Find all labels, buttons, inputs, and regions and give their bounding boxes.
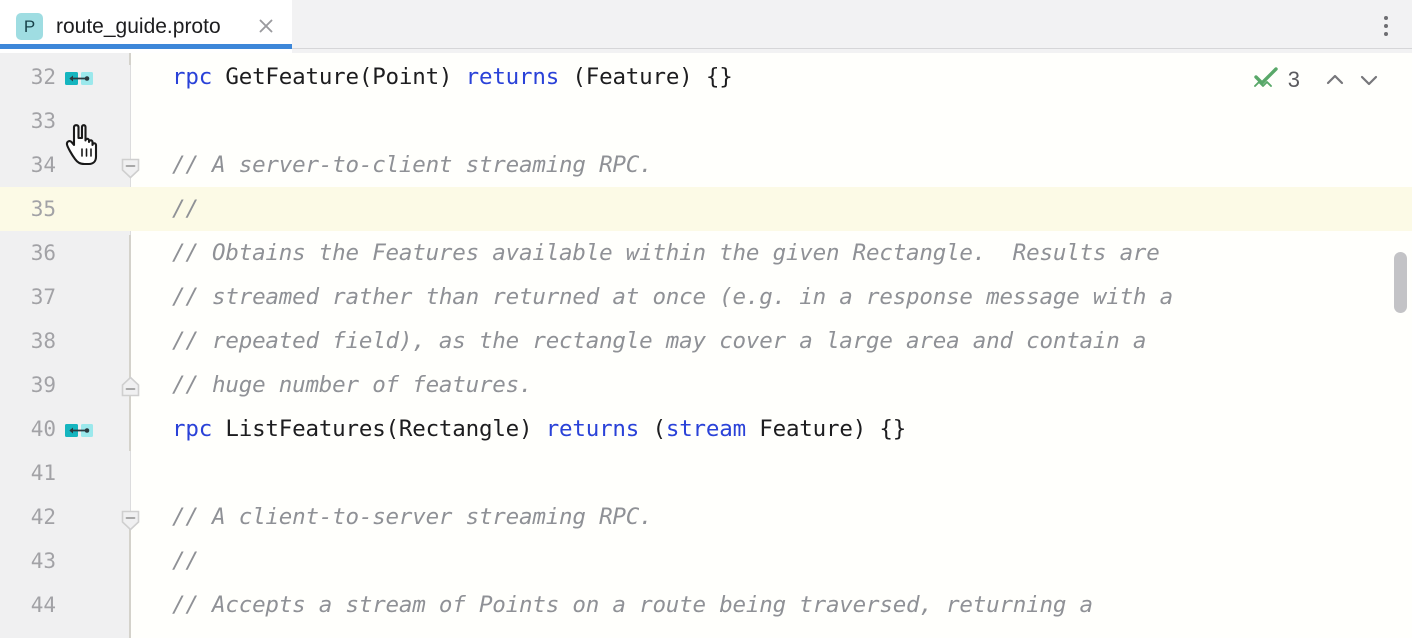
token-txt: ListFeatures(Rectangle) [212,416,546,442]
token-kw: stream [665,416,746,442]
chevron-up-icon[interactable] [1318,63,1352,97]
editor-vertical-scrollbar[interactable] [1386,53,1412,638]
line-content-44[interactable]: // Accepts a stream of Points on a route… [172,583,1093,627]
line-content-39[interactable]: // huge number of features. [172,363,533,407]
editor-line-33[interactable]: 33 [0,99,1412,143]
token-txt: ( [639,416,666,442]
editor-line-41[interactable]: 41 [0,451,1412,495]
editor-line-40[interactable]: 40 rpc ListFeatures(Rectangle) returns (s… [0,407,1412,451]
chevron-down-icon[interactable] [1352,63,1386,97]
token-kw: rpc [172,64,213,90]
token-cmt: // huge number of features. [172,372,533,398]
token-kw: returns [465,64,560,90]
line-content-42[interactable]: // A client-to-server streaming RPC. [172,495,653,539]
more-options-icon[interactable] [1370,10,1402,42]
fold-region-line-42 [129,519,131,638]
line-content-43[interactable]: // [172,539,199,583]
editor-line-38[interactable]: 38 // repeated field), as the rectangle m… [0,319,1412,363]
fold-marker-collapse-line-39[interactable] [121,376,140,397]
line-content-37[interactable]: // streamed rather than returned at once… [172,275,1173,319]
fold-region-line-34-39 [129,235,131,451]
line-content-32[interactable]: rpc GetFeature(Point) returns (Feature) … [172,55,733,99]
proto-file-icon: P [16,13,43,40]
dot-3 [1384,32,1388,36]
tab-bar-divider [0,48,1412,49]
token-kw: returns [545,416,640,442]
line-number-39: 39 [30,373,56,397]
editor-tab-label: route_guide.proto [56,14,221,38]
fold-marker-collapse-line-34[interactable] [121,158,140,179]
line-number-42: 42 [30,505,56,529]
grpc-endpoint-icon-line-32[interactable] [64,69,94,89]
token-txt: Feature) {} [745,416,907,442]
inspection-count: 3 [1287,67,1300,92]
line-number-34: 34 [30,153,56,177]
token-txt: (Feature) {} [559,64,733,90]
scrollbar-thumb[interactable] [1394,252,1407,313]
line-number-43: 43 [30,549,56,573]
line-number-32: 32 [30,65,56,89]
active-tab-indicator [0,44,292,49]
line-number-38: 38 [30,329,56,353]
line-content-36[interactable]: // Obtains the Features available within… [172,231,1160,275]
editor-tab-bar: P route_guide.proto [0,0,1412,53]
token-txt: GetFeature(Point) [212,64,466,90]
editor-line-43[interactable]: 43 // [0,539,1412,583]
close-icon[interactable] [254,14,278,38]
line-content-40[interactable]: rpc ListFeatures(Rectangle) returns (str… [172,407,906,451]
editor-line-32[interactable]: 32 rpc GetFeature(Point) returns (Feature… [0,55,1412,99]
token-cmt: // [172,196,199,222]
editor-line-35[interactable]: 35 // [0,187,1412,231]
token-cmt: // Accepts a stream of Points on a route… [172,592,1093,618]
editor-tab-route-guide-proto[interactable]: P route_guide.proto [0,0,292,53]
token-kw: rpc [172,416,213,442]
editor-line-42[interactable]: 42 // A client-to-server streaming RPC. [0,495,1412,539]
dot-2 [1384,24,1388,28]
token-cmt: // streamed rather than returned at once… [172,284,1173,310]
dot-1 [1384,16,1388,20]
token-cmt: // Obtains the Features available within… [172,240,1160,266]
editor-gutter[interactable] [0,53,131,638]
editor-line-44[interactable]: 44 // Accepts a stream of Points on a rou… [0,583,1412,627]
line-number-40: 40 [30,417,56,441]
token-cmt: // repeated field), as the rectangle may… [172,328,1147,354]
line-content-35[interactable]: // [172,187,199,231]
inspection-widget[interactable]: 3 [1251,63,1386,97]
token-cmt: // A server-to-client streaming RPC. [172,152,653,178]
fold-marker-collapse-line-42[interactable] [121,510,140,531]
grpc-endpoint-icon-line-40[interactable] [64,421,94,441]
editor-line-39[interactable]: 39 // huge number of features. [0,363,1412,407]
line-number-33: 33 [30,109,56,133]
line-number-41: 41 [30,461,56,485]
line-content-34[interactable]: // A server-to-client streaming RPC. [172,143,653,187]
editor-line-36[interactable]: 36 // Obtains the Features available with… [0,231,1412,275]
line-content-38[interactable]: // repeated field), as the rectangle may… [172,319,1146,363]
line-number-44: 44 [30,593,56,617]
editor-line-34[interactable]: 34 // A server-to-client streaming RPC. [0,143,1412,187]
line-number-35: 35 [30,197,56,221]
token-cmt: // [172,548,199,574]
line-number-37: 37 [30,285,56,309]
inspection-ok-icon[interactable] [1251,63,1281,98]
line-number-36: 36 [30,241,56,265]
fold-region-line-top [129,53,131,65]
editor-line-37[interactable]: 37 // streamed rather than returned at on… [0,275,1412,319]
token-cmt: // A client-to-server streaming RPC. [172,504,653,530]
